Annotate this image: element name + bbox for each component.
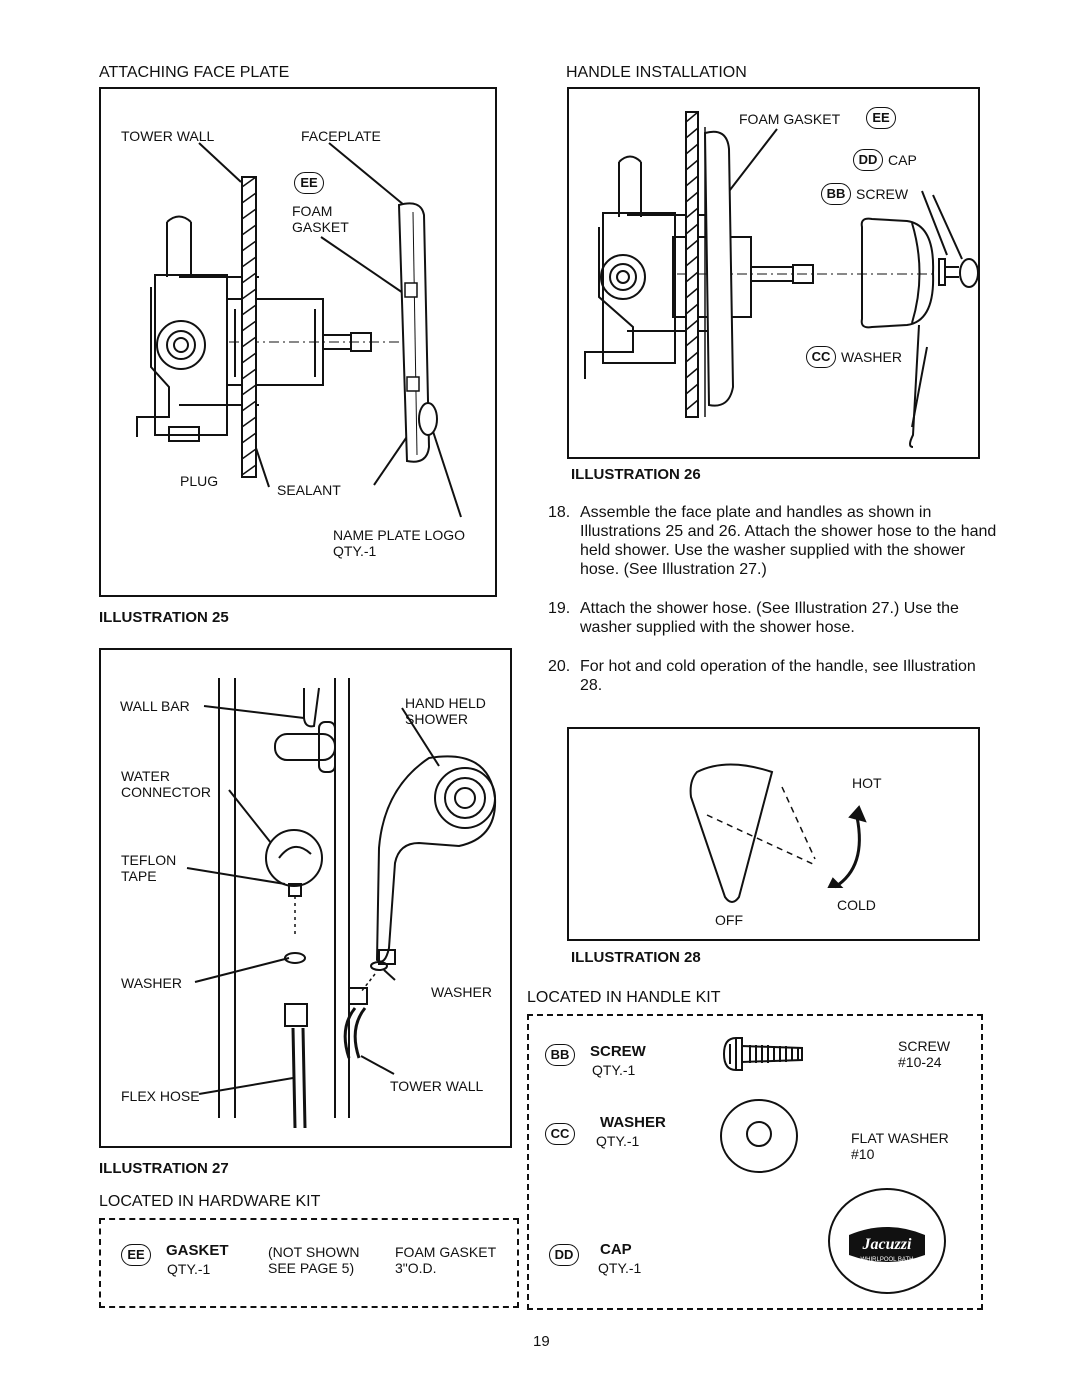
ill26-dd-badge: DD (853, 149, 883, 171)
screw-icon (722, 1036, 803, 1072)
handle-kit-screw-desc: SCREW #10-24 (898, 1038, 951, 1070)
ill26-ee-badge: EE (866, 107, 896, 129)
ill27-wall-bar-label: WALL BAR (120, 698, 190, 714)
ill25-ee-badge: EE (294, 172, 324, 194)
hardware-kit-ee-badge: EE (121, 1244, 151, 1266)
svg-text:WHIRLPOOL BATH: WHIRLPOOL BATH (860, 1257, 913, 1263)
handle-kit-bb-badge: BB (545, 1044, 575, 1066)
hardware-kit-note: (NOT SHOWN SEE PAGE 5) (268, 1244, 360, 1276)
ill25-heading: ATTACHING FACE PLATE (99, 64, 290, 81)
ill27-water-connector-label: WATER CONNECTOR (121, 768, 211, 800)
ill26-washer-label: WASHER (841, 349, 902, 365)
ill25-faceplate-label: FACEPLATE (301, 128, 381, 144)
ill28-cold-label: COLD (837, 897, 876, 913)
hardware-kit-heading: LOCATED IN HARDWARE KIT (99, 1193, 321, 1210)
flat-washer-icon (720, 1099, 798, 1173)
ill26-heading: HANDLE INSTALLATION (566, 64, 747, 81)
ill27-frame (99, 648, 512, 1148)
ill27-washer-right-label: WASHER (431, 984, 492, 1000)
step-19-text: Attach the shower hose. (See Illustratio… (580, 600, 959, 636)
hardware-kit-gasket-name: GASKET (166, 1242, 229, 1259)
ill27-tower-wall-label: TOWER WALL (390, 1078, 484, 1094)
handle-kit-washer-name: WASHER (600, 1114, 666, 1131)
ill25-plug-label: PLUG (180, 473, 219, 489)
ill26-foam-gasket-label: FOAM GASKET (739, 111, 841, 127)
ill25-name-plate-label: NAME PLATE LOGO QTY.-1 (333, 527, 465, 559)
handle-kit-washer-desc: FLAT WASHER #10 (851, 1130, 949, 1162)
handle-installation-drawing (584, 111, 979, 448)
ill26-cap-label: CAP (888, 152, 917, 168)
ill26-cc-badge: CC (806, 346, 836, 368)
ill28-caption: ILLUSTRATION 28 (571, 949, 701, 966)
handle-kit-heading: LOCATED IN HANDLE KIT (527, 989, 721, 1006)
ill26-caption: ILLUSTRATION 26 (571, 466, 701, 483)
jacuzzi-cap-logo: Jacuzzi WHIRLPOOL BATH (828, 1188, 946, 1294)
handle-kit-dd-badge: DD (549, 1244, 579, 1266)
hot-cold-diagram (689, 763, 867, 903)
step-18: 18. Assemble the face plate and handles … (548, 503, 1008, 579)
step-20-text: For hot and cold operation of the handle… (580, 658, 976, 694)
ill28-frame (567, 727, 980, 941)
ill26-bb-badge: BB (821, 183, 851, 205)
ill26-screw-label: SCREW (856, 186, 909, 202)
handle-kit-cap-qty: QTY.-1 (598, 1260, 642, 1276)
ill28-hot-label: HOT (852, 775, 882, 791)
faceplate-assembly-drawing (136, 142, 462, 518)
hardware-kit-gasket-qty: QTY.-1 (167, 1261, 211, 1277)
ill27-flex-hose-label: FLEX HOSE (121, 1088, 200, 1104)
svg-text:Jacuzzi: Jacuzzi (862, 1236, 912, 1253)
step-19: 19. Attach the shower hose. (See Illustr… (548, 599, 1008, 637)
step-20-number: 20. (548, 658, 571, 675)
ill28-off-label: OFF (715, 912, 743, 928)
ill27-caption: ILLUSTRATION 27 (99, 1160, 229, 1177)
page-number: 19 (533, 1333, 550, 1350)
step-18-text: Assemble the face plate and handles as s… (580, 504, 997, 578)
step-20: 20. For hot and cold operation of the ha… (548, 657, 1008, 695)
hardware-kit-desc: FOAM GASKET 3"O.D. (395, 1244, 497, 1276)
ill27-washer-left-label: WASHER (121, 975, 182, 991)
step-18-number: 18. (548, 504, 571, 521)
handle-kit-cc-badge: CC (545, 1123, 575, 1145)
handle-kit-box (527, 1014, 983, 1310)
ill25-foam-gasket-label: FOAM GASKET (292, 203, 349, 235)
handle-kit-screw-name: SCREW (590, 1043, 646, 1060)
ill25-tower-wall-label: TOWER WALL (121, 128, 215, 144)
step-19-number: 19. (548, 600, 571, 617)
ill27-teflon-label: TEFLON TAPE (121, 852, 177, 884)
ill25-frame (99, 87, 497, 597)
ill25-caption: ILLUSTRATION 25 (99, 609, 229, 626)
ill25-sealant-label: SEALANT (277, 482, 341, 498)
hardware-kit-box (99, 1218, 519, 1308)
handle-kit-cap-name: CAP (600, 1241, 632, 1258)
handle-kit-washer-qty: QTY.-1 (596, 1133, 640, 1149)
ill27-hand-held-label: HAND HELD SHOWER (405, 695, 486, 727)
hand-shower-drawing (186, 678, 497, 1129)
handle-kit-screw-qty: QTY.-1 (592, 1062, 636, 1078)
